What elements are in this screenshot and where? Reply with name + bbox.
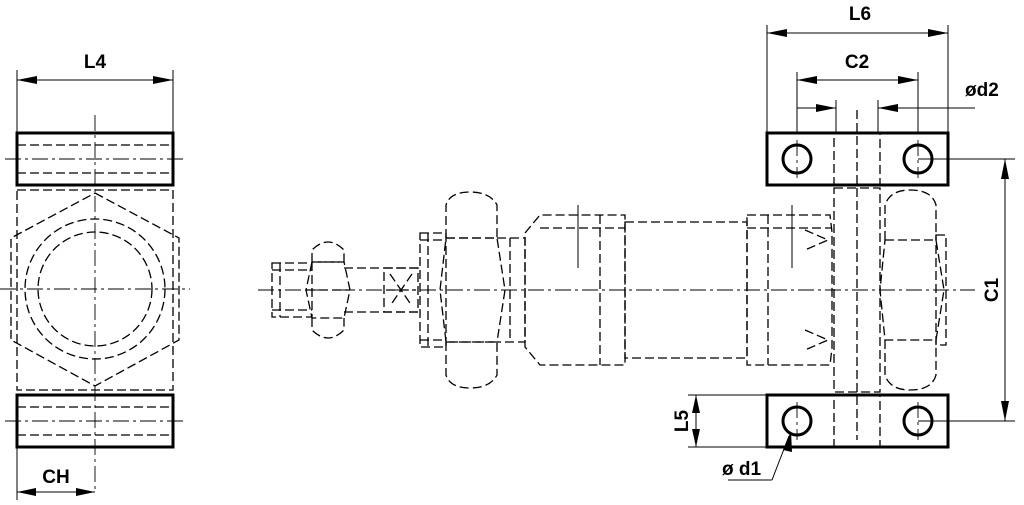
piston-rod: [344, 267, 420, 313]
label-d1: ø d1: [722, 459, 761, 480]
label-l6: L6: [849, 4, 871, 25]
front-thread: [419, 232, 447, 348]
dimension-d2: ød2: [797, 80, 999, 133]
dimension-c1: C1: [918, 158, 1015, 422]
label-l5: L5: [672, 409, 693, 432]
dimension-d1: ø d1: [722, 431, 792, 481]
rear-nut: [879, 189, 947, 391]
label-c1: C1: [982, 277, 1003, 302]
dimension-ch: CH: [16, 447, 95, 500]
rear-top-foot: [765, 131, 950, 187]
end-view: [0, 115, 190, 490]
front-cap: [524, 205, 626, 366]
label-d2: ød2: [965, 80, 999, 101]
dimension-l6: L6: [766, 4, 949, 133]
dimension-l4: L4: [16, 52, 174, 133]
rear-cap: [746, 205, 833, 366]
rod-nut: [305, 241, 351, 339]
label-c2: C2: [845, 52, 869, 73]
label-ch: CH: [42, 467, 69, 488]
side-view: [258, 110, 975, 449]
dimension-c2: C2: [796, 52, 919, 133]
dimension-l5: L5: [672, 394, 767, 448]
label-l4: L4: [84, 52, 107, 73]
